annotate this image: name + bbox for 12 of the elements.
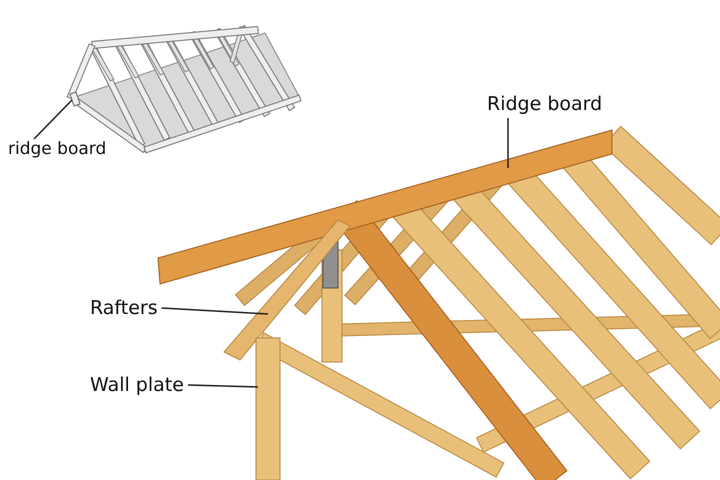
ridge-board <box>157 129 612 285</box>
leader-line <box>188 384 258 388</box>
part-label: ridge board <box>8 138 106 160</box>
leader-line <box>33 99 73 140</box>
part-label: Wall plate <box>90 374 184 396</box>
post <box>256 338 280 480</box>
part-label: Ridge board <box>487 93 602 115</box>
part-label: Rafters <box>90 297 158 319</box>
leader-line <box>162 307 268 315</box>
leader-line <box>507 118 509 168</box>
ridge-board <box>69 91 81 107</box>
rafter <box>223 219 351 361</box>
